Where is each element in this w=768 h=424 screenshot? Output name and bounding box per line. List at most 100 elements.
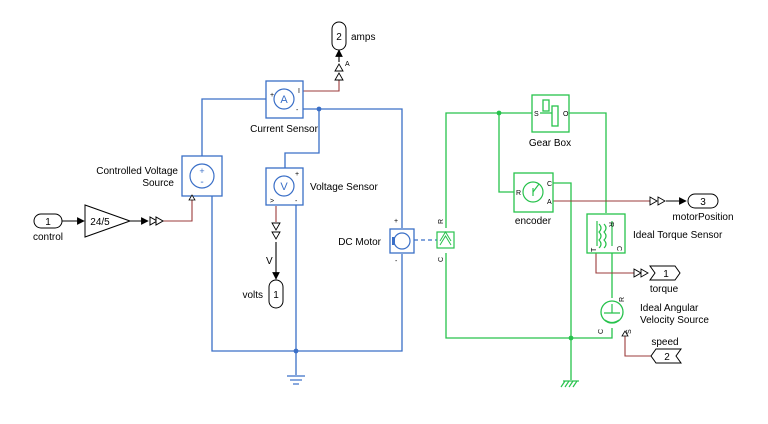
ps-simulink-converter-position[interactable] [649, 196, 666, 206]
ps-simulink-converter-torque[interactable] [633, 268, 649, 278]
controlled-voltage-source-block[interactable]: + - Controlled Voltage Source [96, 155, 223, 201]
junction-dot [293, 348, 299, 354]
encoder-port-a: A [547, 199, 552, 206]
inport-speed-label: speed [651, 337, 678, 348]
ps-simulink-converter-volts[interactable]: V [266, 222, 281, 267]
ideal-torque-sensor-port-c: C [615, 246, 622, 251]
outport-volts[interactable]: 1 volts [242, 279, 284, 309]
ideal-torque-sensor-label: Ideal Torque Sensor [633, 230, 723, 241]
junction-dot [568, 335, 574, 341]
electrical-ground-icon[interactable] [287, 375, 305, 385]
converter-volts-unit: V [266, 256, 273, 267]
ps-control-to-source[interactable] [162, 200, 193, 222]
encoder-port-r: R [516, 190, 521, 197]
wire-motor-c-to-ground[interactable] [445, 253, 613, 339]
gain-block[interactable]: 24/5 [84, 204, 132, 238]
ps-input-port [188, 194, 196, 201]
outport-motor-position-number: 3 [700, 197, 706, 208]
electrical-connections [201, 98, 437, 375]
velocity-source-label-1: Ideal Angular [640, 303, 699, 314]
outport-motor-position[interactable]: 3 motorPosition [672, 193, 734, 223]
dc-motor-label: DC Motor [338, 237, 381, 248]
velocity-source-icon [600, 300, 624, 324]
ps-speed-to-source[interactable] [624, 336, 651, 357]
controlled-voltage-source-label-1: Controlled Voltage [96, 166, 178, 177]
svg-text:A: A [280, 94, 288, 106]
velocity-source-port-r: R [619, 297, 626, 302]
current-sensor-port-i: I [298, 88, 300, 95]
ammeter-icon: A [273, 88, 295, 110]
inport-speed-number: 2 [664, 352, 670, 363]
junction-dot [316, 106, 322, 112]
outport-torque-number: 1 [663, 269, 669, 280]
wire-encoder-c-ground[interactable] [553, 182, 572, 380]
gear-box-label: Gear Box [529, 138, 571, 149]
inport-speed[interactable]: 2 speed [650, 337, 682, 364]
ideal-torque-sensor-port-t: T [591, 247, 598, 252]
outport-torque-label: torque [650, 284, 679, 295]
wire-motor-r-to-gearbox[interactable] [445, 112, 532, 228]
current-sensor-label: Current Sensor [250, 124, 318, 135]
ps-torque-to-outport[interactable] [595, 253, 634, 274]
outport-volts-number: 1 [273, 290, 279, 301]
dc-motor-port-plus: + [394, 218, 398, 225]
simulink-ps-converter[interactable] [149, 216, 165, 226]
ideal-torque-sensor-block[interactable]: T R C Ideal Torque Sensor [586, 213, 723, 254]
current-sensor-block[interactable]: A + - I Current Sensor [250, 80, 319, 135]
inport-control-number: 1 [45, 217, 51, 228]
voltage-sensor-block[interactable]: V + - > Voltage Sensor [265, 167, 378, 206]
encoder-icon [522, 181, 544, 203]
current-sensor-port-plus: + [270, 92, 274, 99]
dc-motor-rotational-port[interactable]: R C [436, 219, 455, 262]
svg-text:-: - [200, 177, 203, 188]
inport-control-label: control [33, 232, 63, 243]
voltage-sensor-port-minus: - [295, 198, 298, 205]
outport-volts-label: volts [242, 290, 263, 301]
encoder-label: encoder [515, 216, 552, 227]
voltmeter-icon: V [273, 175, 295, 197]
mechanical-ground-icon[interactable] [560, 380, 579, 388]
dc-motor-port-minus: - [395, 258, 398, 265]
mechanical-connections [445, 112, 613, 380]
gear-box-block[interactable]: S O Gear Box [529, 94, 571, 149]
gear-box-port-s: S [534, 111, 539, 118]
dc-motor-port-c: C [438, 257, 445, 262]
wire-node-to-voltage-sensor[interactable] [284, 109, 320, 168]
svg-text:+: + [199, 166, 204, 176]
ideal-angular-velocity-source-block[interactable]: R C S Ideal Angular Velocity Source [598, 297, 709, 337]
wire-source-minus-to-ground-bus[interactable] [211, 196, 403, 352]
inport-control[interactable]: 1 control [33, 213, 63, 243]
wire-source-to-current-sensor[interactable] [201, 98, 266, 156]
dc-motor-icon [392, 232, 411, 250]
outport-amps-number: 2 [336, 32, 342, 43]
gear-box-icon [540, 99, 559, 127]
voltage-sensor-label: Voltage Sensor [310, 182, 378, 193]
gear-box-port-o: O [563, 111, 569, 118]
current-sensor-port-minus: - [296, 107, 299, 114]
wire-current-sensor-to-motor-plus[interactable] [302, 108, 403, 228]
signal-connections [62, 49, 687, 280]
encoder-block[interactable]: R C A encoder [513, 172, 554, 227]
ps-simulink-converter-amps[interactable]: A [334, 61, 350, 81]
outport-torque[interactable]: 1 torque [649, 265, 681, 295]
voltage-sensor-port-plus: + [295, 171, 299, 178]
velocity-source-port-s: S [626, 329, 633, 334]
ps-current-to-amps[interactable] [303, 80, 340, 92]
controlled-voltage-source-label-2: Source [142, 178, 174, 189]
dc-motor-block[interactable]: + - DC Motor [338, 218, 415, 265]
outport-amps[interactable]: 2 amps [331, 21, 375, 51]
wire-gearbox-o[interactable] [569, 112, 607, 213]
ideal-torque-sensor-port-r: R [607, 222, 614, 227]
torque-sensor-icon [596, 221, 613, 249]
velocity-source-label-2: Velocity Source [640, 315, 709, 326]
encoder-port-c: C [547, 181, 552, 188]
controlled-voltage-source-icon: + - [189, 163, 215, 189]
junction-dot [496, 110, 502, 116]
velocity-source-port-c: C [598, 329, 605, 334]
svg-text:V: V [280, 181, 288, 193]
voltage-sensor-port-v: > [270, 198, 274, 205]
wire-gearbox-s-to-encoder[interactable] [498, 113, 514, 193]
converter-amps-unit: A [345, 61, 350, 68]
outport-amps-label: amps [351, 32, 375, 43]
